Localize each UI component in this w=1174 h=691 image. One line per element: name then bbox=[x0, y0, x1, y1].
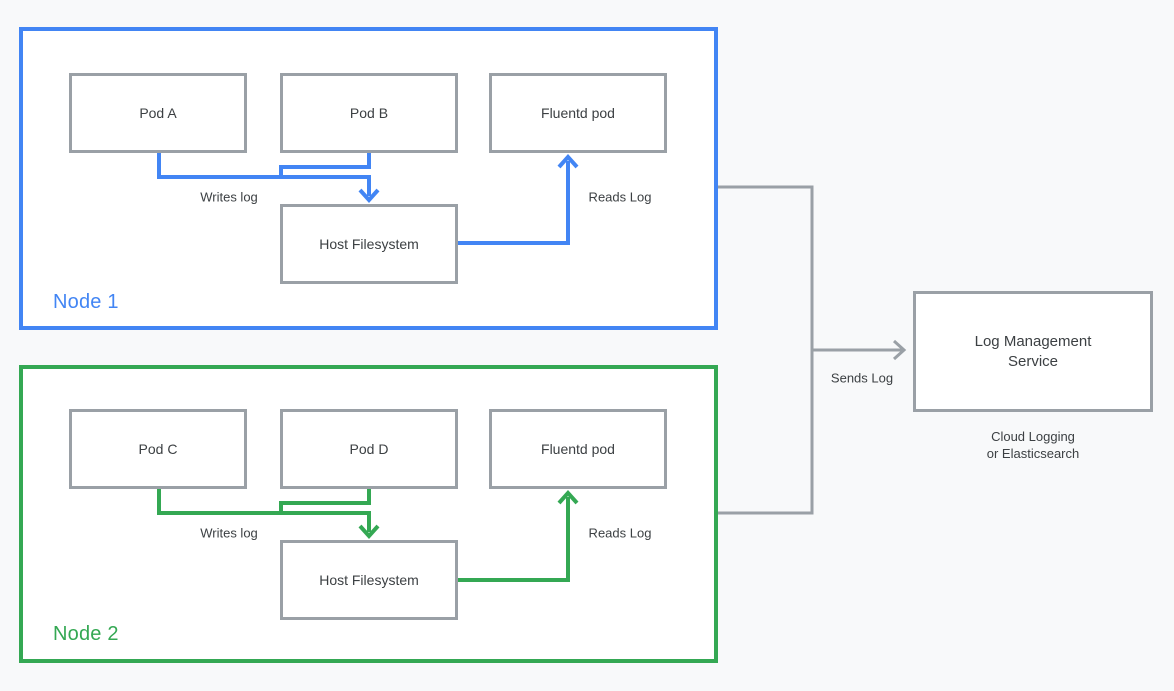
service-caption: Cloud Logging or Elasticsearch bbox=[987, 428, 1079, 462]
node1-fluentd-pod-box: Fluentd pod bbox=[489, 73, 667, 153]
node1-writes-log-line bbox=[157, 153, 371, 196]
node2-reads-log-label: Reads Log bbox=[588, 525, 652, 541]
node2-writes-log-label: Writes log bbox=[200, 525, 258, 541]
node2-podD-merge-line bbox=[279, 489, 371, 513]
log-management-service-box: Log Management Service bbox=[913, 291, 1153, 412]
node2-fluentd-pod-label: Fluentd pod bbox=[541, 441, 615, 457]
log-management-service-label: Log Management Service bbox=[974, 332, 1092, 370]
service-caption-line1: Cloud Logging bbox=[991, 429, 1075, 444]
node1-host-filesystem-box: Host Filesystem bbox=[280, 204, 458, 284]
node2-pod-c-box: Pod C bbox=[69, 409, 247, 489]
node1-reads-arrowhead-up-icon bbox=[557, 154, 579, 169]
node2-reads-arrowhead-up-icon bbox=[557, 490, 579, 505]
node1-pod-a-box: Pod A bbox=[69, 73, 247, 153]
node1-writes-arrowhead-down-icon bbox=[358, 188, 380, 203]
node2-writes-arrowhead-down-icon bbox=[358, 524, 380, 539]
node1-writes-log-label: Writes log bbox=[200, 189, 258, 205]
node1-pod-b-box: Pod B bbox=[280, 73, 458, 153]
node1-host-filesystem-label: Host Filesystem bbox=[319, 236, 419, 252]
node2-pod-d-label: Pod D bbox=[349, 441, 389, 457]
node1-fluentd-pod-label: Fluentd pod bbox=[541, 105, 615, 121]
node2-fluentd-pod-box: Fluentd pod bbox=[489, 409, 667, 489]
node2-pod-c-label: Pod C bbox=[138, 441, 178, 457]
sends-log-label: Sends Log bbox=[830, 370, 894, 386]
sends-arrowhead-right-icon bbox=[892, 339, 907, 361]
node1-pod-b-label: Pod B bbox=[349, 105, 389, 121]
node2-title: Node 2 bbox=[53, 623, 119, 645]
node2-host-filesystem-label: Host Filesystem bbox=[319, 572, 419, 588]
node1-podB-merge-line bbox=[279, 153, 371, 177]
node1-pod-a-label: Pod A bbox=[139, 105, 177, 121]
service-caption-line2: or Elasticsearch bbox=[986, 446, 1080, 461]
node2-host-filesystem-box: Host Filesystem bbox=[280, 540, 458, 620]
nodes-join-line bbox=[718, 185, 814, 515]
node1-title: Node 1 bbox=[53, 291, 119, 313]
node1-reads-log-label: Reads Log bbox=[588, 189, 652, 205]
node1-reads-log-line bbox=[458, 161, 570, 245]
node2-pod-d-box: Pod D bbox=[280, 409, 458, 489]
node2-writes-log-line bbox=[157, 489, 371, 532]
node2-reads-log-line bbox=[458, 497, 570, 582]
